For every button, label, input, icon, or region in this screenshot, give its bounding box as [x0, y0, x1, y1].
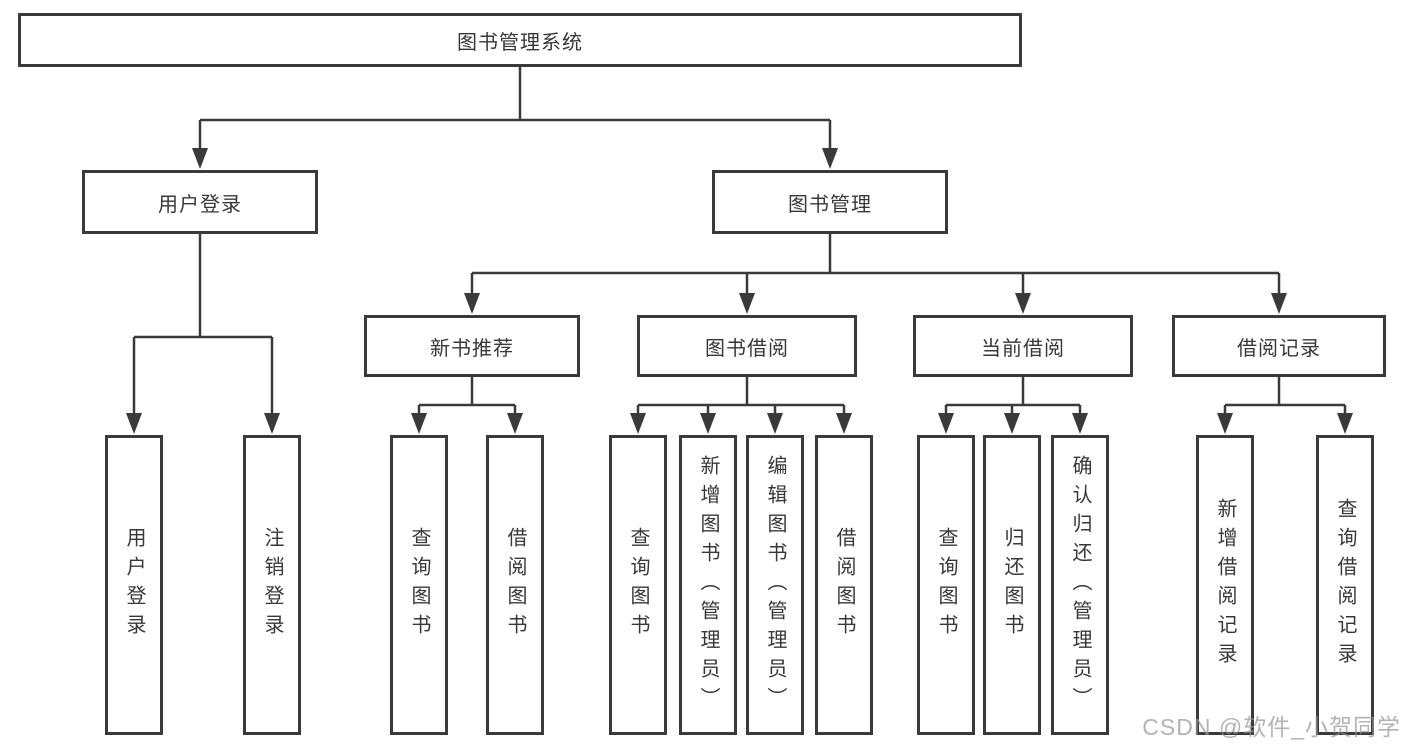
leaf-query-borrow-record: 查询借阅记录 [1316, 435, 1374, 735]
leaf-add-borrow-record: 新增借阅记录 [1196, 435, 1254, 735]
node-new-book-recommendation: 新书推荐 [364, 315, 580, 377]
leaf-edit-books-admin: 编辑图书（管理员） [746, 435, 804, 735]
node-label: 图书管理系统 [457, 31, 583, 54]
node-current-borrowing: 当前借阅 [913, 315, 1133, 377]
leaf-query-books-borrow: 查询图书 [609, 435, 667, 735]
leaf-borrow-books-recommend: 借阅图书 [486, 435, 544, 735]
node-label: 图书管理 [788, 193, 872, 216]
node-borrowing-records: 借阅记录 [1172, 315, 1386, 377]
leaf-return-books: 归还图书 [983, 435, 1041, 735]
node-label: 当前借阅 [981, 337, 1065, 360]
leaf-borrow-books: 借阅图书 [815, 435, 873, 735]
leaf-user-login: 用户登录 [105, 435, 163, 735]
leaf-query-books-current: 查询图书 [917, 435, 975, 735]
leaf-logout: 注销登录 [243, 435, 301, 735]
leaf-confirm-return-admin: 确认归还（管理员） [1051, 435, 1109, 735]
node-label: 图书借阅 [705, 337, 789, 360]
csdn-watermark: CSDN @软件_小贺同学 [1142, 714, 1401, 740]
arrow-down-icons [126, 148, 1353, 434]
node-label: 新书推荐 [430, 337, 514, 360]
node-label: 用户登录 [158, 193, 242, 216]
node-book-borrowing: 图书借阅 [637, 315, 857, 377]
node-library-management-system: 图书管理系统 [18, 13, 1022, 67]
leaf-query-books-recommend: 查询图书 [390, 435, 448, 735]
node-label: 借阅记录 [1237, 337, 1321, 360]
leaf-add-books-admin: 新增图书（管理员） [679, 435, 737, 735]
node-user-login: 用户登录 [82, 170, 318, 234]
node-book-management: 图书管理 [712, 170, 948, 234]
